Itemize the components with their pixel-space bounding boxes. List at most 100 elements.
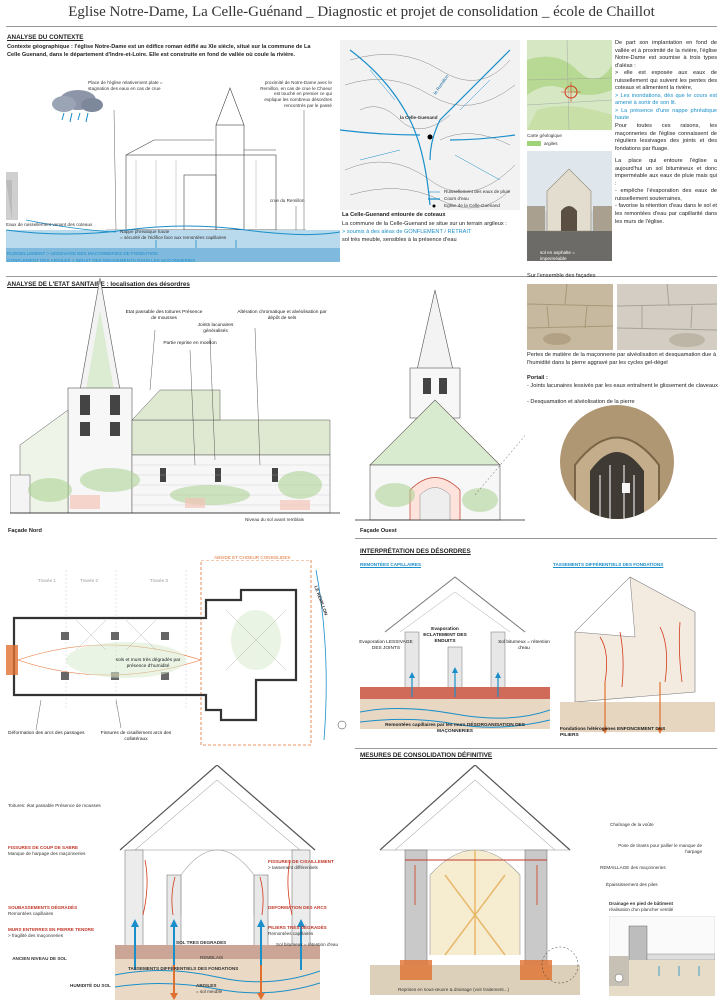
coupe-sol-meuble: = sol meuble bbox=[196, 989, 223, 994]
map-legend-3: Eglise de la Celle-Guenand bbox=[444, 203, 500, 208]
drainage-title: Drainage en pied de bâtiment bbox=[609, 901, 674, 906]
label-toitures: Etat passable des toitures Présence de m… bbox=[125, 310, 203, 321]
context-elevation-drawing bbox=[6, 87, 340, 262]
coupe-soubassements: SOUBASSEMENTS DÉGRADÉS bbox=[8, 905, 78, 910]
coupe-piliers: PILIERS TRÈS DÉGRADÉS bbox=[268, 925, 327, 930]
right-text-6: La place qui entoure l'église a aujourd'… bbox=[615, 158, 717, 187]
right-text-2: > elle est exposée aux eaux de ruisselle… bbox=[615, 70, 717, 92]
plan-travee-1: Travée 1 bbox=[38, 578, 56, 583]
mesure-remaillage: REMAILLAGE des maçonneries bbox=[600, 865, 666, 870]
right-text-1: De part son implantation en fond de vall… bbox=[615, 40, 717, 69]
interp-remontees: Remontées capillaires par les murs DÉSOR… bbox=[385, 723, 525, 734]
label-niveau-sol: Niveau du sol avant remblais bbox=[245, 517, 304, 522]
geo-legend: argiles bbox=[527, 141, 558, 147]
section-title-mesures: MESURES DE CONSOLIDATION DÉFINITIVE bbox=[360, 752, 493, 759]
interp-sub-1: REMONTÉES CAPILLAIRES bbox=[360, 562, 421, 567]
coupe-sol-tres: SOL TRES DEGRADES bbox=[176, 940, 227, 945]
plan-deformation: Déformation des arcs des passages bbox=[8, 731, 85, 736]
map-caption: La commune de la Celle-Guenand se situe … bbox=[342, 221, 507, 227]
coupe-sol-bit: Sol bitumeux = rétention d'eau bbox=[276, 942, 339, 947]
plan-sols: sols et murs très dégradés par présence … bbox=[115, 658, 181, 669]
portail-2: - Desquamation et alvéolisation de la pi… bbox=[527, 399, 635, 405]
coupe-deformation: DEFORMATION DES ARCS bbox=[268, 905, 327, 910]
plan-travee-3: Travée 3 bbox=[150, 578, 168, 583]
caption-ruissellement: RUISSELLEMENT > LESSIVAGE DES MACONNERIE… bbox=[7, 251, 158, 256]
section-title-interpretation: INTERPRÉTATION DES DÉSORDRES bbox=[360, 548, 471, 555]
plan-travee-2: Travée 2 bbox=[80, 578, 98, 583]
stone-photo-2 bbox=[617, 284, 717, 350]
map-caption-blue: > soumis à des aléas de GONFLEMENT / RET… bbox=[342, 229, 472, 235]
map-label-town: la Celle-Guenand bbox=[400, 115, 438, 120]
floor-plan-drawing bbox=[6, 560, 347, 746]
mesure-pose: Pose de tirants pour pallier le manque d… bbox=[618, 843, 702, 854]
label-partie-reprise: Partie reprise en moellon bbox=[163, 341, 217, 346]
contexte-intro: Contexte géographique : l'église Notre-D… bbox=[7, 44, 311, 58]
facade-ouest-label: Façade Ouest bbox=[360, 528, 397, 534]
photo-caption-asphalte: sol en asphalte = imperméable bbox=[540, 250, 575, 261]
consolidation-section-drawing bbox=[370, 765, 580, 995]
right-text-4: > La présence d'une nappe phréatique hau… bbox=[615, 107, 717, 122]
map-caption-title: La Celle-Guenand entourée de coteaux bbox=[342, 212, 446, 218]
capillary-section-drawing bbox=[360, 576, 550, 729]
plan-fissures: Fissures de cisaillement arcs des collat… bbox=[100, 731, 172, 742]
geo-legend-label: argiles bbox=[544, 141, 558, 146]
mesure-epaississement: Épaississement des piles bbox=[606, 882, 658, 887]
right-text-5: Pour toutes ces raisons, les maçonneries… bbox=[615, 123, 717, 152]
section-title-sanitaire: ANALYSE DE L'ETAT SANITAIRE : localisati… bbox=[7, 281, 190, 288]
label-proximite: proximité de Notre-Dame avec le Remillon… bbox=[260, 80, 332, 108]
drainage-sub: réalisation d'un plancher ventilé bbox=[609, 907, 674, 912]
coupe-ancien-niveau: ANCIEN NIVEAU DE SOL bbox=[12, 956, 67, 961]
coupe-toitures: Toitures: état passable Présence de mous… bbox=[8, 803, 101, 808]
north-facade-drawing bbox=[10, 277, 340, 514]
label-eaux-ruissellement: Eaux de ruissellement venant des coteaux bbox=[6, 222, 93, 227]
divider-3 bbox=[355, 748, 717, 749]
stone-photo-1 bbox=[527, 284, 613, 350]
topographic-map bbox=[339, 40, 520, 210]
west-facade-drawing bbox=[355, 290, 525, 521]
photos-title: Sur l'ensemble des façades bbox=[527, 273, 596, 279]
coupe-humidite: HUMIDITÉ DU SOL bbox=[70, 983, 111, 988]
right-text-8: - favorise la rétention d'eau dans le so… bbox=[615, 203, 717, 225]
north-arrow-icon bbox=[337, 720, 347, 730]
divider-1 bbox=[6, 276, 717, 277]
interp-fondations: Fondations hétérogènes ENFONCEMENT DES P… bbox=[560, 727, 666, 738]
coupe-fiss-cis-sub: > tassement différentiels bbox=[268, 865, 318, 870]
settlement-section-drawing bbox=[560, 576, 715, 734]
coupe-piliers-sub: Remontées capillaires bbox=[268, 931, 314, 936]
coupe-argiles: ARGILES bbox=[196, 983, 217, 988]
label-nappe-2: = sécurité de l'édifice face aux remonté… bbox=[120, 235, 227, 240]
label-alteration: Altération chromatique et alvéolisation … bbox=[237, 310, 327, 321]
portal-photo bbox=[560, 405, 674, 519]
coupe-fiss-cis: FISSURES DE CISAILLEMENT bbox=[268, 859, 334, 864]
coupe-tassements: TASSEMENTS DIFFÉRENTIELS DES FONDATIONS bbox=[128, 966, 239, 971]
geological-map bbox=[527, 40, 612, 130]
map-legend-2: Cours d'eau bbox=[444, 196, 469, 201]
section-title-contexte: ANALYSE DU CONTEXTE bbox=[7, 34, 84, 41]
coupe-remblais: REMBLAIS bbox=[200, 955, 224, 960]
coupe-fissures-sabre: FISSURES DE COUP DE SABRE bbox=[8, 845, 79, 850]
portail-title: Portail : bbox=[527, 375, 548, 381]
portail-1: - Joints lacunaires lessivés par les eau… bbox=[527, 383, 718, 389]
diagnostic-section-drawing bbox=[115, 765, 320, 1000]
coupe-murs: MURS ENTERRES EN PIERRE TENDRE bbox=[8, 927, 95, 932]
map-legend-1: Ruissellement des eaux de pluie bbox=[444, 189, 511, 194]
church-photo bbox=[527, 151, 612, 261]
coupe-soub-sub: Remontées capillaires bbox=[8, 911, 54, 916]
label-place: Place de l'église relativement plate = s… bbox=[88, 80, 163, 91]
interp-evap-1: Evaporation LESSIVAGE DES JOINTS bbox=[359, 640, 413, 651]
facade-nord-label: Façade Nord bbox=[8, 528, 42, 534]
interp-sub-2: TASSEMENTS DIFFÉRENTIELS DES FONDATIONS bbox=[553, 562, 664, 567]
photos-caption: Pertes de matière de la maçonnerie par a… bbox=[527, 352, 717, 366]
map-caption-end: sol très meuble, sensibles à la présence… bbox=[342, 237, 457, 243]
plan-abside: ABSIDE ET CHOEUR CONSOLIDES bbox=[214, 555, 291, 560]
drainage-detail-drawing bbox=[609, 916, 715, 996]
mesure-reprises: Reprises en sous-œuvre & drainage (voir … bbox=[398, 987, 510, 992]
interp-sol-bit: Sol bitumeux = rétention d'eau bbox=[498, 640, 550, 651]
contexte-right-text: De part son implantation en fond de vall… bbox=[615, 40, 717, 226]
label-joints: Joints lacunaires généralisés bbox=[197, 323, 234, 334]
rain-cloud-icon bbox=[52, 90, 103, 123]
caption-gonflement: GONFLEMENT DES ARGILES > INDUIT DES MOUV… bbox=[7, 258, 196, 263]
mesure-chainage: Chaînage de la voûte bbox=[610, 822, 654, 827]
map-legend-swatches bbox=[428, 191, 440, 208]
header-divider bbox=[6, 26, 717, 27]
